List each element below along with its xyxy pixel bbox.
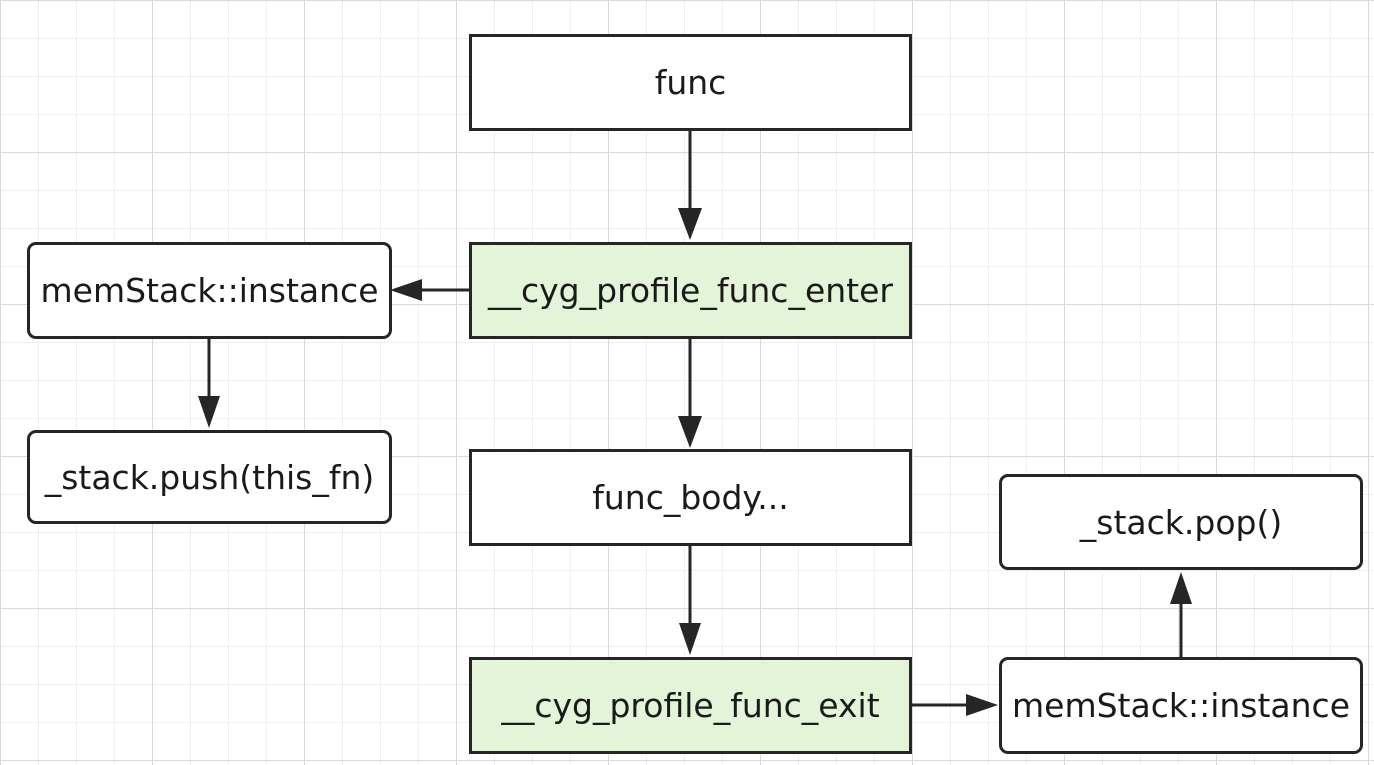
node-func-label: func [654, 63, 727, 102]
node-body-label: func_body... [592, 478, 789, 517]
arrow-body-to-exit [679, 545, 701, 655]
node-func: func [469, 34, 912, 131]
node-memstack-instance-right: memStack::instance [999, 657, 1363, 754]
node-func-body: func_body... [469, 449, 912, 546]
node-pop-label: _stack.pop() [1079, 502, 1283, 542]
node-cyg-profile-func-exit: __cyg_profile_func_exit [469, 657, 912, 754]
node-instance-left-label: memStack::instance [40, 271, 379, 310]
arrow-instance-to-pop [1170, 572, 1192, 657]
node-stack-pop: _stack.pop() [999, 474, 1363, 570]
arrow-enter-to-instance-left [390, 279, 469, 301]
node-instance-right-label: memStack::instance [1012, 686, 1350, 725]
node-exit-label: __cyg_profile_func_exit [501, 686, 880, 725]
node-memstack-instance-left: memStack::instance [27, 242, 392, 339]
arrow-func-to-enter [678, 131, 702, 240]
arrow-instance-to-push [198, 338, 220, 428]
node-stack-push: _stack.push(this_fn) [27, 430, 392, 524]
arrow-exit-to-instance-right [912, 694, 998, 716]
node-enter-label: __cyg_profile_func_enter [488, 271, 893, 310]
node-push-label: _stack.push(this_fn) [44, 457, 375, 497]
arrow-enter-to-body [678, 338, 702, 448]
node-cyg-profile-func-enter: __cyg_profile_func_enter [469, 242, 912, 339]
